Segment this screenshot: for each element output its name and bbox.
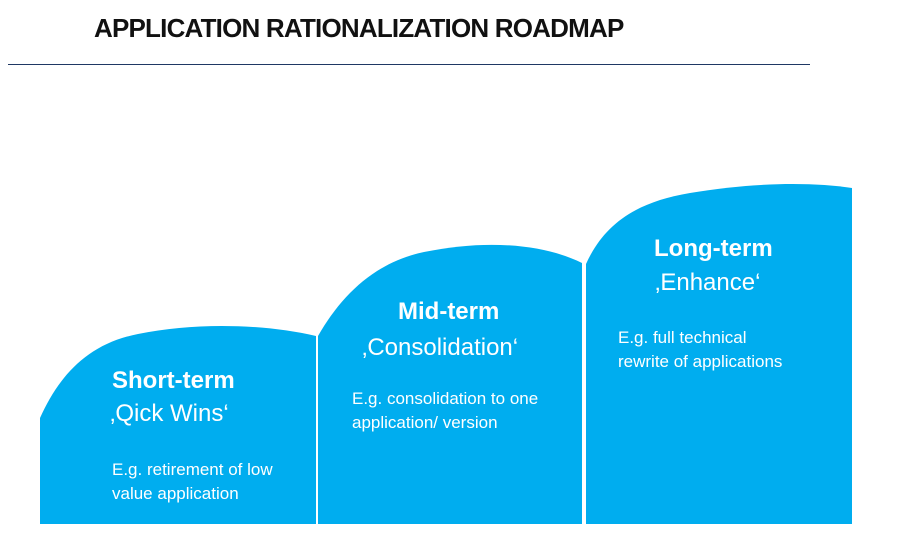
long-term-description-line: E.g. full technical	[618, 328, 747, 347]
long-term-subtitle: ‚Enhance‘	[655, 269, 761, 296]
mid-term-subtitle: ‚Consolidation‘	[362, 334, 519, 361]
page-title: APPLICATION RATIONALIZATION ROADMAP	[94, 13, 624, 43]
short-term-description-line: E.g. retirement of low	[112, 460, 273, 479]
mid-term-heading: Mid-term	[398, 298, 500, 325]
step-mid-term	[318, 244, 582, 524]
step-short-term	[40, 325, 316, 524]
step-long-term	[586, 183, 852, 524]
short-term-subtitle: ‚Qick Wins‘	[110, 400, 229, 427]
long-term-heading: Long-term	[654, 235, 773, 262]
long-term-description-line: rewrite of applications	[618, 352, 783, 371]
mid-term-description: E.g. consolidation to one application/ v…	[352, 387, 538, 435]
short-term-heading: Short-term	[112, 367, 235, 394]
title-divider	[8, 64, 810, 65]
long-term-description: E.g. full technical rewrite of applicati…	[618, 326, 782, 374]
short-term-description: E.g. retirement of low value application	[112, 458, 273, 506]
mid-term-description-line: E.g. consolidation to one	[352, 389, 539, 408]
mid-term-description-line: application/ version	[352, 413, 498, 432]
short-term-description-line: value application	[112, 484, 239, 503]
